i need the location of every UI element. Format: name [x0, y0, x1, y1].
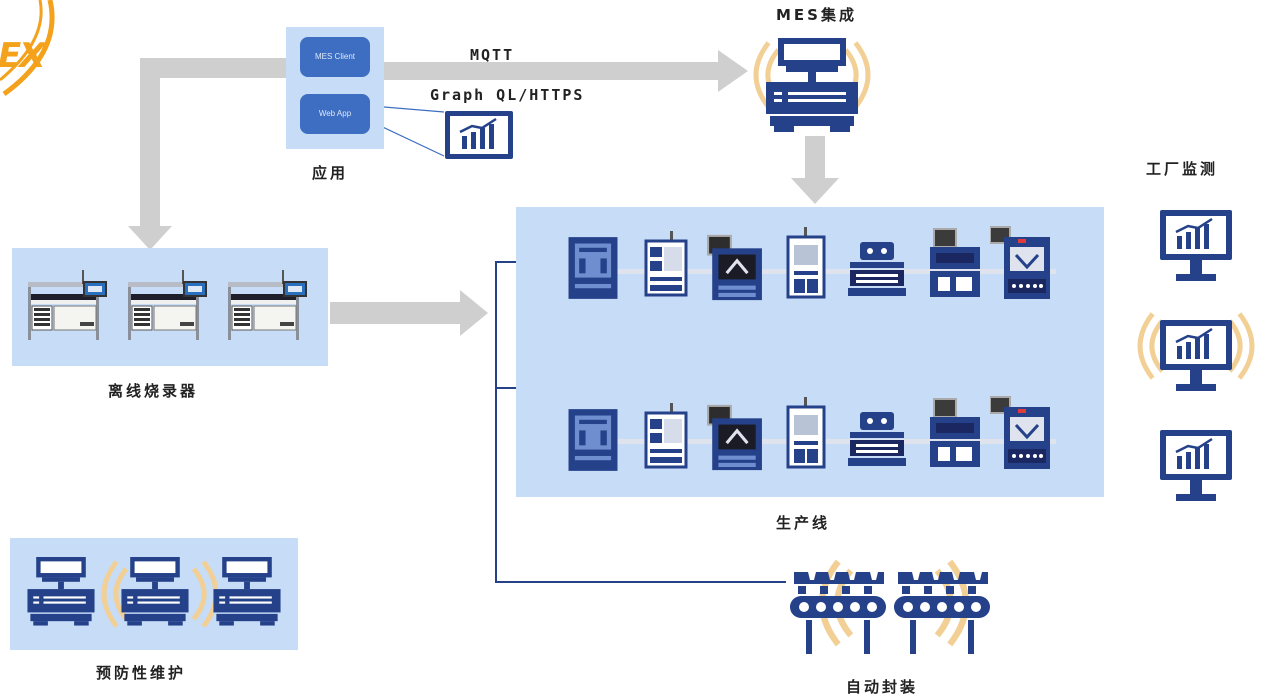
pick-place-machine-icon	[706, 404, 764, 472]
offline-programmer-label: 离线烧录器	[108, 382, 199, 400]
printer-machine-icon	[644, 401, 688, 469]
logo: EX	[0, 0, 62, 98]
press-machine-icon	[568, 409, 618, 471]
arrow-app-to-offline	[140, 58, 300, 228]
server-icon	[766, 38, 858, 132]
monitor-chart-icon	[1158, 428, 1234, 503]
application-label: 应用	[312, 164, 349, 182]
auto-packaging-label: 自动封装	[846, 678, 919, 696]
line-1	[516, 207, 1104, 347]
monitor-chart-icon	[1158, 208, 1234, 283]
arrow-offline-to-line	[330, 302, 462, 324]
monitor-chart-icon	[1158, 318, 1234, 393]
test-machine-icon	[928, 397, 982, 469]
line-2	[516, 377, 1104, 487]
server-monitor-icon	[27, 557, 95, 626]
logo-text: EX	[0, 36, 45, 76]
arrow-head-offline-line	[460, 290, 488, 336]
inspection-machine-icon	[786, 225, 826, 299]
reflow-oven-icon	[848, 412, 906, 466]
bracket-line	[495, 261, 786, 583]
printer-machine-icon	[644, 229, 688, 297]
output-machine-icon	[990, 395, 1052, 471]
arrow-mes-to-line	[805, 136, 825, 180]
arrow-head-offline	[128, 226, 172, 250]
mes-client-button[interactable]: MES Client	[300, 37, 370, 77]
mqtt-label: MQTT	[470, 46, 515, 64]
factory-monitoring-label: 工厂监测	[1146, 160, 1219, 178]
output-machine-icon	[990, 225, 1052, 301]
production-line-panel	[516, 207, 1104, 497]
arrow-head-mes	[718, 50, 748, 92]
reflow-oven-icon	[848, 242, 906, 296]
predictive-maintenance-panel	[10, 538, 298, 650]
production-line-label: 生产线	[776, 514, 831, 532]
programmer-station-icon	[26, 268, 108, 342]
programmer-station-icon	[226, 268, 308, 342]
web-dashboard-icon	[444, 110, 514, 160]
application-panel: MES Client Web App	[286, 27, 384, 149]
graphql-label: Graph QL/HTTPS	[430, 86, 585, 104]
arrow-head-line	[791, 178, 839, 204]
web-app-button[interactable]: Web App	[300, 94, 370, 134]
mes-label: MES集成	[776, 6, 857, 24]
predictive-maintenance-label: 预防性维护	[96, 664, 187, 682]
inspection-machine-icon	[786, 395, 826, 469]
programmer-station-icon	[126, 268, 208, 342]
offline-programmer-panel	[12, 248, 328, 366]
conveyor-icon	[894, 572, 990, 654]
server-monitor-icon	[213, 557, 281, 626]
press-machine-icon	[568, 237, 618, 299]
pick-place-machine-icon	[706, 234, 764, 302]
conveyor-icon	[790, 572, 886, 654]
test-machine-icon	[928, 227, 982, 299]
server-monitor-icon	[121, 557, 189, 626]
arrow-mqtt	[384, 62, 720, 80]
